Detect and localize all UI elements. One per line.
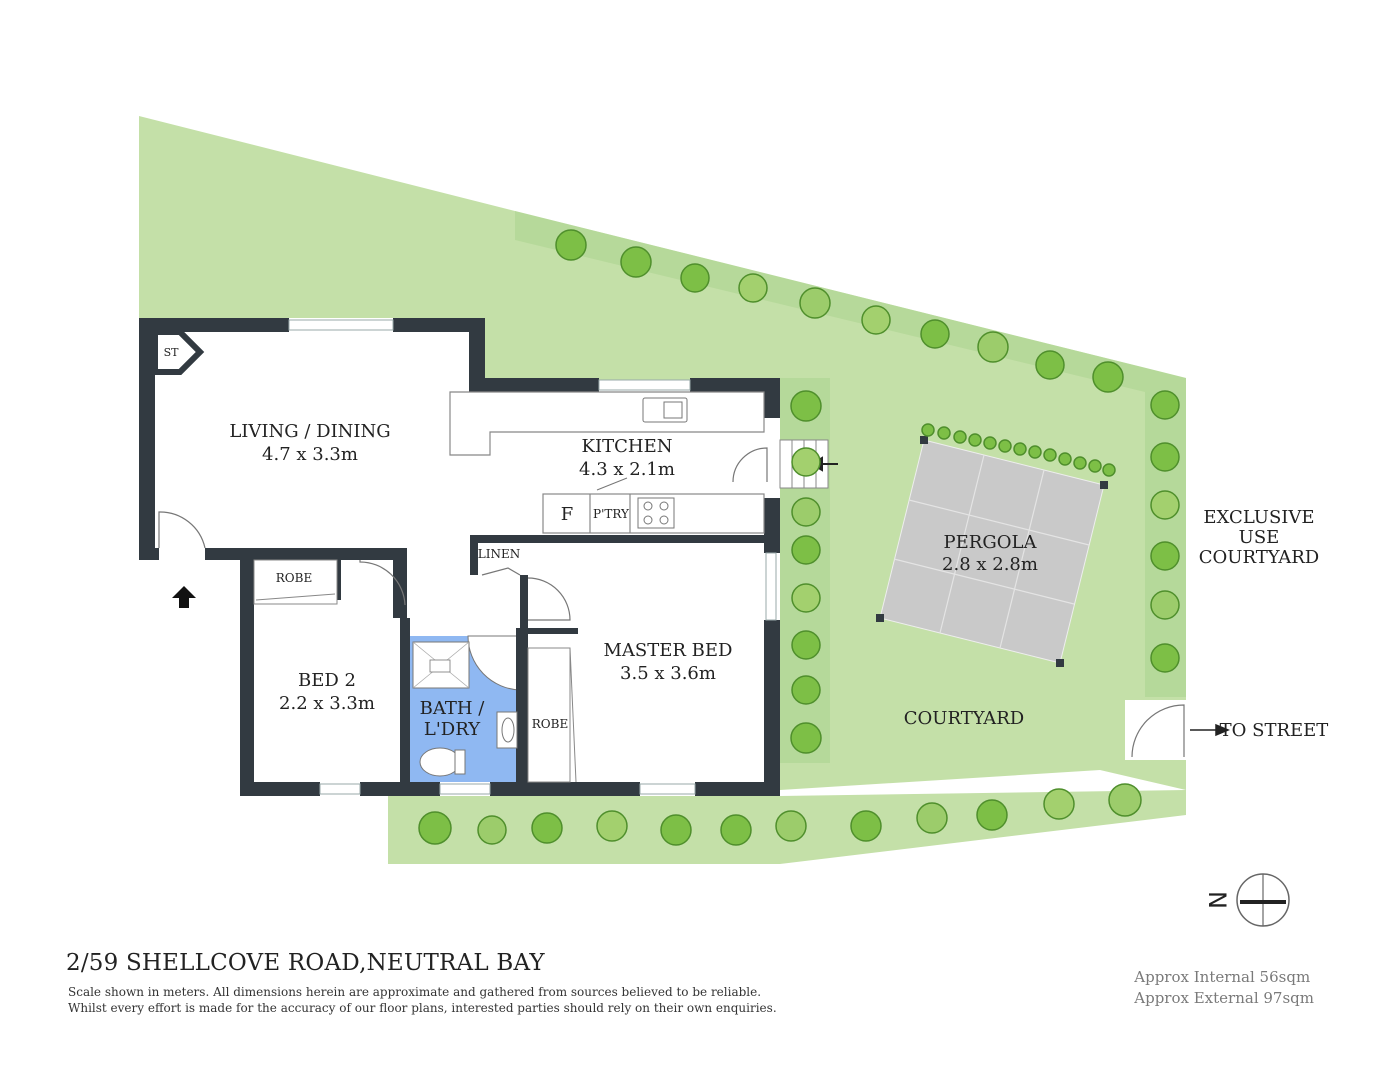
window-master-side	[765, 552, 777, 621]
property-address: 2/59 SHELLCOVE ROAD,NEUTRAL BAY	[66, 950, 545, 976]
entry-door-swing	[158, 511, 206, 549]
st-label: ST	[164, 346, 180, 359]
pergola-size: 2.8 x 2.8m	[942, 554, 1038, 575]
kitchen-size: 4.3 x 2.1m	[579, 459, 675, 480]
st-cupboard	[152, 329, 205, 375]
internal-area: Approx Internal 56sqm	[1134, 968, 1311, 986]
window-master	[639, 783, 696, 795]
bath-name-1: BATH /	[420, 698, 486, 719]
to-street-arrow-icon	[1190, 723, 1230, 737]
master-size: 3.5 x 3.6m	[620, 663, 716, 684]
planter-top	[515, 211, 1186, 392]
living-name: LIVING / DINING	[229, 421, 390, 442]
external-area: Approx External 97sqm	[1134, 988, 1314, 1007]
kitchen-door-swing	[732, 447, 768, 483]
pergola-name: PERGOLA	[944, 532, 1038, 553]
exclusive-line2: USE	[1239, 527, 1280, 548]
disclaimer: Scale shown in meters. All dimensions he…	[68, 985, 777, 1016]
window-bath	[439, 783, 491, 795]
fridge-label: F	[561, 504, 574, 525]
disclaimer-line-1: Scale shown in meters. All dimensions he…	[68, 985, 762, 999]
master-door-swing	[527, 577, 571, 621]
master-name: MASTER BED	[604, 640, 733, 661]
linen-door	[481, 567, 521, 576]
house: ST F P'TRY	[139, 318, 1185, 796]
window-kitchen	[598, 379, 691, 391]
to-street-label: TO STREET	[1220, 720, 1329, 741]
plants	[418, 229, 1180, 846]
pantry-label: P'TRY	[593, 507, 630, 521]
cooktop	[637, 497, 675, 529]
bath-name-2: L'DRY	[424, 719, 481, 740]
bed2-size: 2.2 x 3.3m	[279, 693, 375, 714]
robe-master-label: ROBE	[532, 717, 568, 731]
exclusive-line1: EXCLUSIVE	[1203, 507, 1314, 528]
gate-swing	[1131, 704, 1185, 758]
robe-bed2-label: ROBE	[276, 571, 312, 585]
kitchen-sink	[642, 397, 688, 423]
exclusive-line3: COURTYARD	[1199, 547, 1319, 568]
linen-label: LINEN	[478, 547, 520, 561]
bed2-name: BED 2	[298, 670, 356, 691]
kitchen-name: KITCHEN	[582, 436, 673, 457]
window-bed2	[319, 783, 361, 795]
bed2-door-swing	[359, 560, 406, 606]
area-summary: Approx Internal 56sqm Approx External 97…	[1134, 967, 1314, 1008]
planter-left	[780, 378, 830, 763]
robe-master	[527, 647, 571, 783]
toilet	[419, 747, 461, 777]
window-living	[288, 319, 394, 331]
compass-icon: N	[1203, 873, 1290, 927]
courtyard-label: COURTYARD	[904, 708, 1024, 729]
disclaimer-line-2: Whilst every effort is made for the accu…	[68, 1000, 777, 1015]
compass-north-label: N	[1203, 891, 1231, 909]
house-floor	[139, 318, 780, 796]
living-size: 4.7 x 3.3m	[262, 444, 358, 465]
entry-arrow-icon	[172, 586, 196, 608]
pergola	[876, 436, 1108, 667]
